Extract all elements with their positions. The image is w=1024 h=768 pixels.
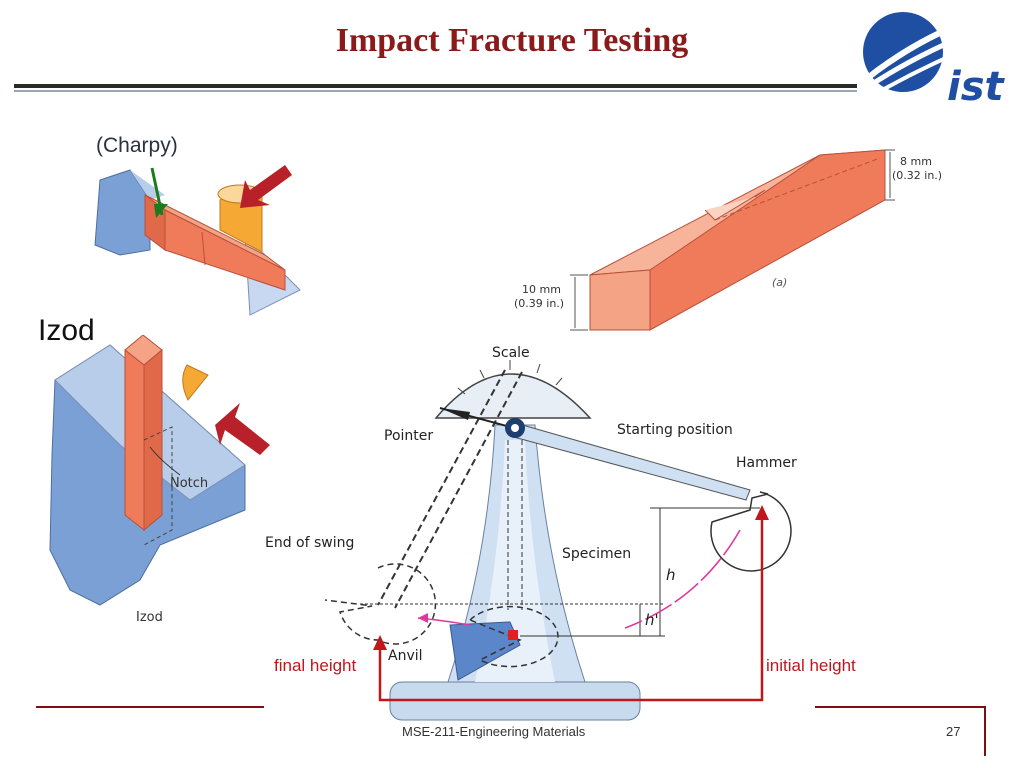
- footer-rule-left: [36, 706, 264, 708]
- globe-swoosh-logo-icon: ist: [861, 12, 1006, 105]
- anvil-label: Anvil: [388, 648, 423, 664]
- footer-rule-corner: [984, 706, 986, 756]
- title-rule: [14, 84, 857, 88]
- end-of-swing-label: End of swing: [265, 535, 354, 551]
- title-rule-shadow: [14, 90, 857, 92]
- h-label: h: [666, 566, 676, 584]
- final-height-label: final height: [274, 656, 357, 675]
- hammer-label: Hammer: [736, 455, 797, 471]
- panel-label: (a): [772, 276, 787, 289]
- dim-side-line2: (0.39 in.): [514, 297, 564, 310]
- slide-title: Impact Fracture Testing: [335, 22, 689, 59]
- starting-position-label: Starting position: [617, 422, 733, 438]
- footer-course: MSE-211-Engineering Materials: [402, 724, 586, 739]
- scale-label: Scale: [492, 345, 530, 361]
- logo-text: ist: [947, 64, 1006, 105]
- h-prime-label: h': [645, 611, 659, 629]
- page-number: 27: [946, 724, 961, 739]
- footer-rule-right: [815, 706, 985, 708]
- notch-label: Notch: [170, 476, 208, 491]
- charpy-label: (Charpy): [96, 134, 178, 157]
- dim-top-line1: 8 mm: [900, 155, 932, 168]
- charpy-diagram: [94, 165, 301, 316]
- initial-height-label: initial height: [766, 656, 856, 675]
- izod-heading: Izod: [38, 314, 95, 347]
- specimen-label: Specimen: [562, 546, 631, 562]
- izod-caption: Izod: [136, 610, 163, 625]
- dim-side-line1: 10 mm: [522, 283, 561, 296]
- dim-top-line2: (0.32 in.): [892, 169, 942, 182]
- izod-diagram: Notch Izod: [49, 335, 270, 625]
- pointer-label: Pointer: [384, 428, 433, 444]
- specimen-diagram: 8 mm (0.32 in.) 10 mm (0.39 in.) (a): [514, 149, 942, 331]
